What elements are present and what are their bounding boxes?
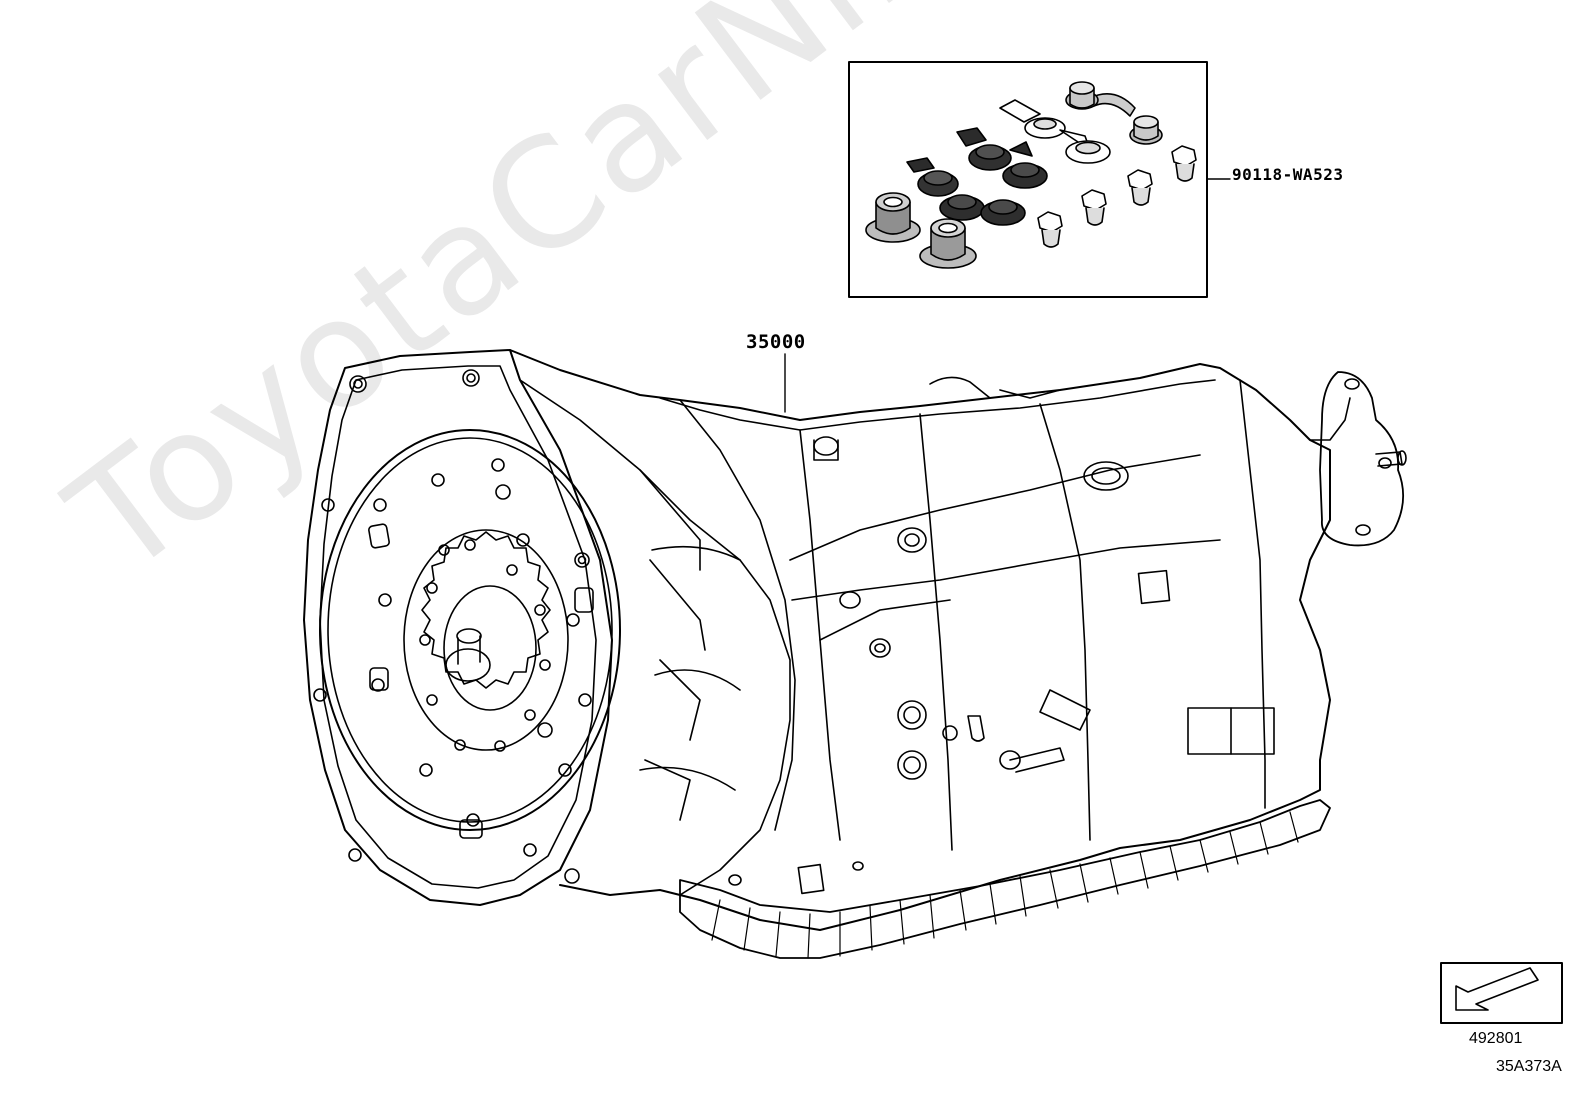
case-plate-small <box>1137 569 1171 605</box>
hex-plug-1 <box>1171 145 1197 182</box>
dark-seal-5 <box>1002 141 1048 189</box>
grey-bushing-right <box>1129 115 1163 145</box>
flex-plate <box>319 429 621 831</box>
bell-housing-flange <box>303 349 613 906</box>
transmission-assembly <box>303 349 1407 959</box>
flange-bolt-holes <box>313 369 590 884</box>
output-flange <box>1319 371 1407 547</box>
bushing-left <box>865 192 921 243</box>
hex-plug-2 <box>1127 169 1153 206</box>
grey-bushing-top <box>1065 81 1136 117</box>
front-direction-arrow-icon <box>1440 962 1563 1024</box>
diagram-code: 35A373A <box>1496 1058 1562 1075</box>
dark-seal-3 <box>956 127 1012 171</box>
dark-seal-1 <box>906 157 959 197</box>
plug-kit-illustration <box>865 81 1197 269</box>
callout-plug-kit-part-number: 90118-WA523 <box>1232 165 1344 184</box>
dark-seal-4 <box>980 199 1026 226</box>
tail-housing <box>1309 397 1351 441</box>
dark-seal-2 <box>939 194 985 221</box>
white-washer-2 <box>1059 129 1111 164</box>
illustration-number: 492801 <box>1469 1030 1523 1047</box>
drive-hub-outer <box>403 529 569 751</box>
torque-converter-pilot <box>445 648 491 682</box>
hex-plug-3 <box>1081 189 1107 226</box>
flex-plate-holes <box>371 458 592 857</box>
callout-assembly-part-number: 35000 <box>746 331 806 353</box>
oil-pan <box>679 799 1331 959</box>
white-washer-1 <box>999 99 1066 139</box>
hex-plug-4 <box>1037 211 1063 248</box>
transmission-case <box>509 349 1331 931</box>
bushing-center <box>919 218 977 269</box>
